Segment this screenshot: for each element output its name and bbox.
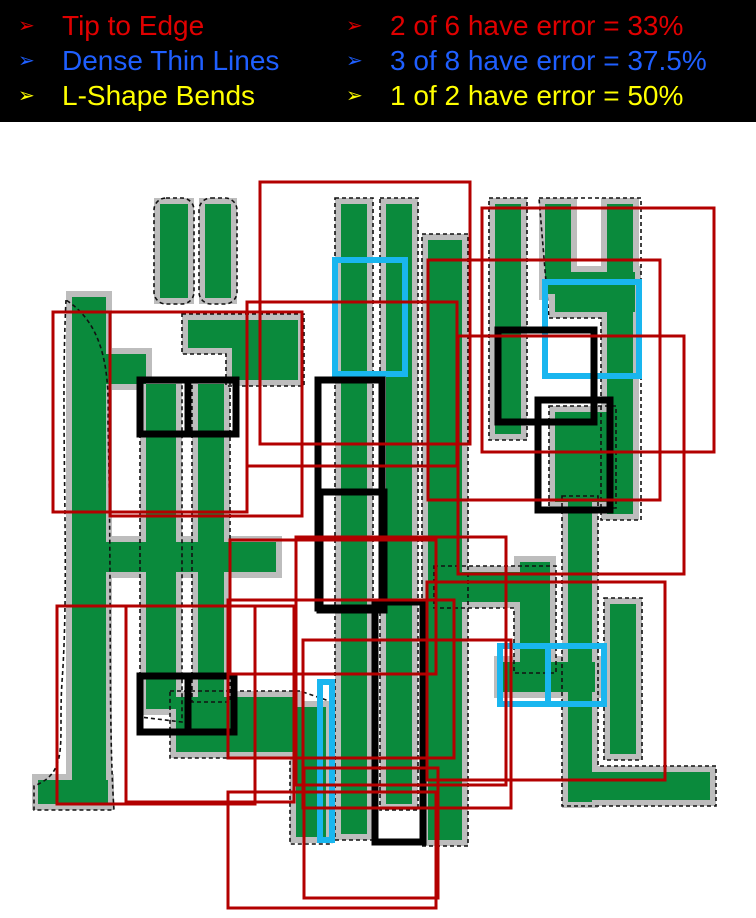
category-stat: 1 of 2 have error = 50% <box>390 80 684 111</box>
category-stat: 3 of 8 have error = 37.5% <box>390 45 707 76</box>
bullet-arrow-icon: ➢ <box>18 15 35 37</box>
contour-outline <box>33 197 717 847</box>
simulation-windows <box>51 180 716 910</box>
category-stat: 2 of 6 have error = 33% <box>390 10 684 41</box>
legend-panel: ➢ Tip to Edge ➢ 2 of 6 have error = 33% … <box>0 0 756 122</box>
bullet-arrow-icon: ➢ <box>346 15 363 37</box>
error-markers-black <box>136 326 614 846</box>
bullet-arrow-icon: ➢ <box>18 50 35 72</box>
layout-diagram <box>33 180 717 910</box>
bullet-arrow-icon: ➢ <box>18 85 35 107</box>
category-label: Tip to Edge <box>62 10 205 41</box>
bullet-arrow-icon: ➢ <box>346 85 363 107</box>
category-label: L-Shape Bends <box>62 80 256 111</box>
category-label: Dense Thin Lines <box>62 45 280 76</box>
bullet-arrow-icon: ➢ <box>346 50 363 72</box>
